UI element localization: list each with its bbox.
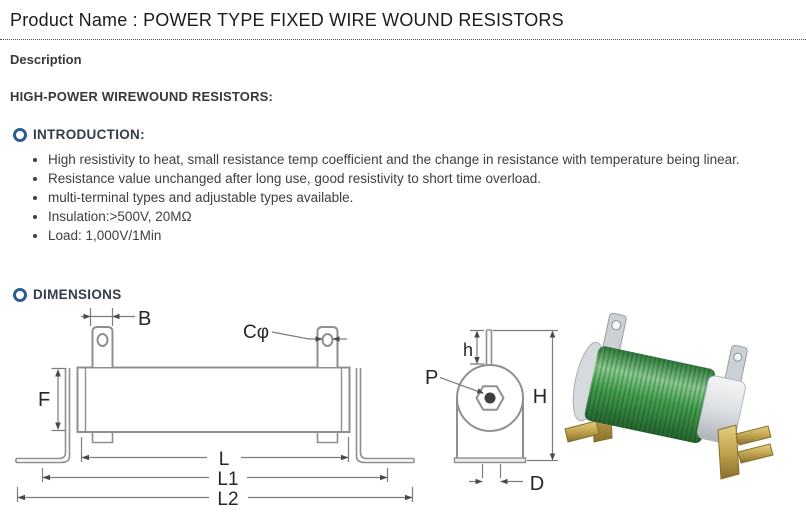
dim-label-h-big: H [533, 386, 547, 408]
dimensions-heading-label: DIMENSIONS [33, 287, 122, 302]
list-item: High resistivity to heat, small resistan… [48, 150, 740, 169]
photo-resistor-body [572, 312, 748, 445]
tab-hole [96, 333, 109, 347]
base-plate [453, 457, 527, 464]
side-view [15, 326, 415, 464]
introduction-heading-label: INTRODUCTION: [33, 127, 145, 142]
introduction-section-heading: INTRODUCTION: [13, 127, 145, 142]
resistor-body [76, 366, 351, 433]
dim-label-f: F [38, 389, 50, 411]
photo-terminal-tabs [601, 312, 748, 388]
technical-drawing: B Cφ F L L1 L2 h P H D [15, 308, 558, 510]
dim-label-p: P [425, 367, 438, 389]
right-bracket [355, 368, 415, 464]
ring-bullet-icon [13, 287, 27, 302]
description-heading: Description [10, 52, 82, 67]
end-view-arrowheads [474, 330, 556, 485]
dotted-divider [0, 39, 806, 40]
end-view-dimensions [439, 329, 558, 483]
product-name-value: POWER TYPE FIXED WIRE WOUND RESISTORS [143, 10, 564, 30]
dim-label-h-small: h [463, 340, 473, 360]
side-view-arrowheads [17, 313, 413, 501]
photo-right-bracket [717, 424, 774, 480]
dimensions-section-heading: DIMENSIONS [13, 287, 122, 302]
center-shaft [484, 392, 496, 404]
dim-label-l: L [219, 449, 230, 470]
list-item: Resistance value unchanged after long us… [48, 169, 740, 188]
left-bracket [15, 368, 71, 464]
page-title: Product Name : POWER TYPE FIXED WIRE WOU… [10, 10, 564, 31]
list-item: Load: 1,000V/1Min [48, 226, 740, 245]
right-foot-tab [316, 432, 339, 444]
list-item: Insulation:>500V, 20MΩ [48, 207, 740, 226]
dim-label-l1: L1 [217, 469, 238, 490]
top-terminal [485, 329, 493, 367]
product-name-label: Product Name : [10, 10, 138, 30]
bracket-sides [456, 398, 524, 458]
dim-label-l2: L2 [217, 489, 238, 510]
product-subtitle: HIGH-POWER WIREWOUND RESISTORS: [10, 89, 274, 104]
end-view [453, 329, 527, 464]
left-terminal-tab [91, 326, 114, 367]
right-terminal-tab [316, 326, 339, 367]
dimensions-diagram-area: B Cφ F L L1 L2 h P H D [0, 300, 806, 516]
product-photo [564, 312, 774, 480]
dim-label-b: B [138, 308, 151, 330]
introduction-bullet-list: High resistivity to heat, small resistan… [30, 150, 740, 245]
ring-bullet-icon [13, 127, 27, 142]
list-item: multi-terminal types and adjustable type… [48, 188, 740, 207]
tab-hole [321, 333, 334, 347]
left-foot-tab [91, 432, 114, 444]
photo-tube-ribs [584, 346, 716, 444]
dim-label-d: D [530, 473, 544, 495]
dim-label-c-phi: Cφ [243, 322, 269, 343]
